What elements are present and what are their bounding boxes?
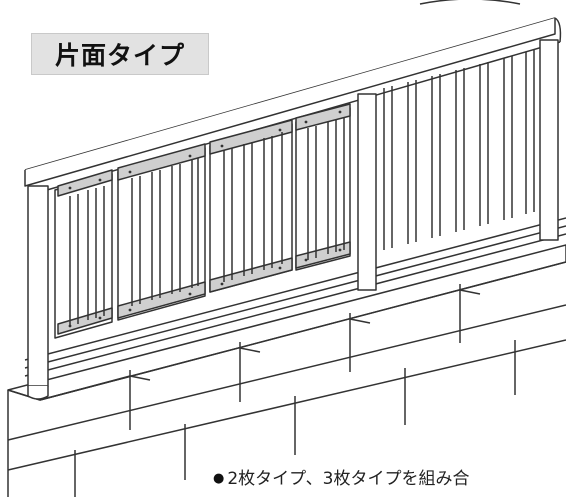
bullet-icon: ● bbox=[213, 471, 225, 486]
screen-panel-4 bbox=[295, 103, 351, 271]
caption-background bbox=[205, 458, 566, 492]
bottom-rail bbox=[24, 217, 566, 377]
caption: ●2枚タイプ、3枚タイプを組み合 bbox=[213, 464, 566, 489]
screen-panel-2 bbox=[117, 143, 206, 321]
type-label: 片面タイプ bbox=[31, 33, 209, 75]
panel-screws bbox=[68, 110, 342, 328]
screen-panel-3 bbox=[209, 119, 293, 293]
fence-pickets bbox=[383, 50, 535, 250]
caption-text: 2枚タイプ、3枚タイプを組み合 bbox=[227, 469, 470, 489]
fence-posts bbox=[27, 39, 559, 400]
top-decor-arc bbox=[419, 0, 521, 5]
screen-panel-1 bbox=[54, 169, 113, 339]
